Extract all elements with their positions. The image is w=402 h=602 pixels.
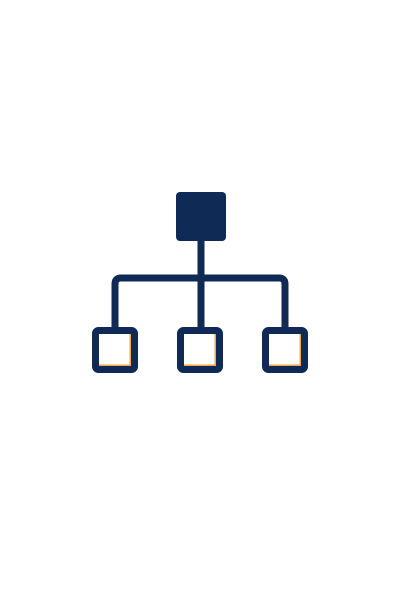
child-node-3	[262, 327, 308, 373]
child-node-border	[262, 327, 308, 373]
child-node-accent	[95, 330, 135, 370]
child-node-accent	[265, 330, 305, 370]
child-node-2	[177, 327, 223, 373]
child-node-accent	[180, 330, 220, 370]
connector-lines	[111, 235, 289, 333]
child-node-fill	[262, 327, 308, 373]
branch-line	[111, 274, 289, 333]
parent-node	[176, 192, 226, 241]
child-node-border	[92, 327, 138, 373]
child-node-fill	[177, 327, 223, 373]
hierarchy-nodes	[92, 192, 308, 373]
child-node-border	[177, 327, 223, 373]
child-node-1	[92, 327, 138, 373]
child-node-fill	[92, 327, 138, 373]
